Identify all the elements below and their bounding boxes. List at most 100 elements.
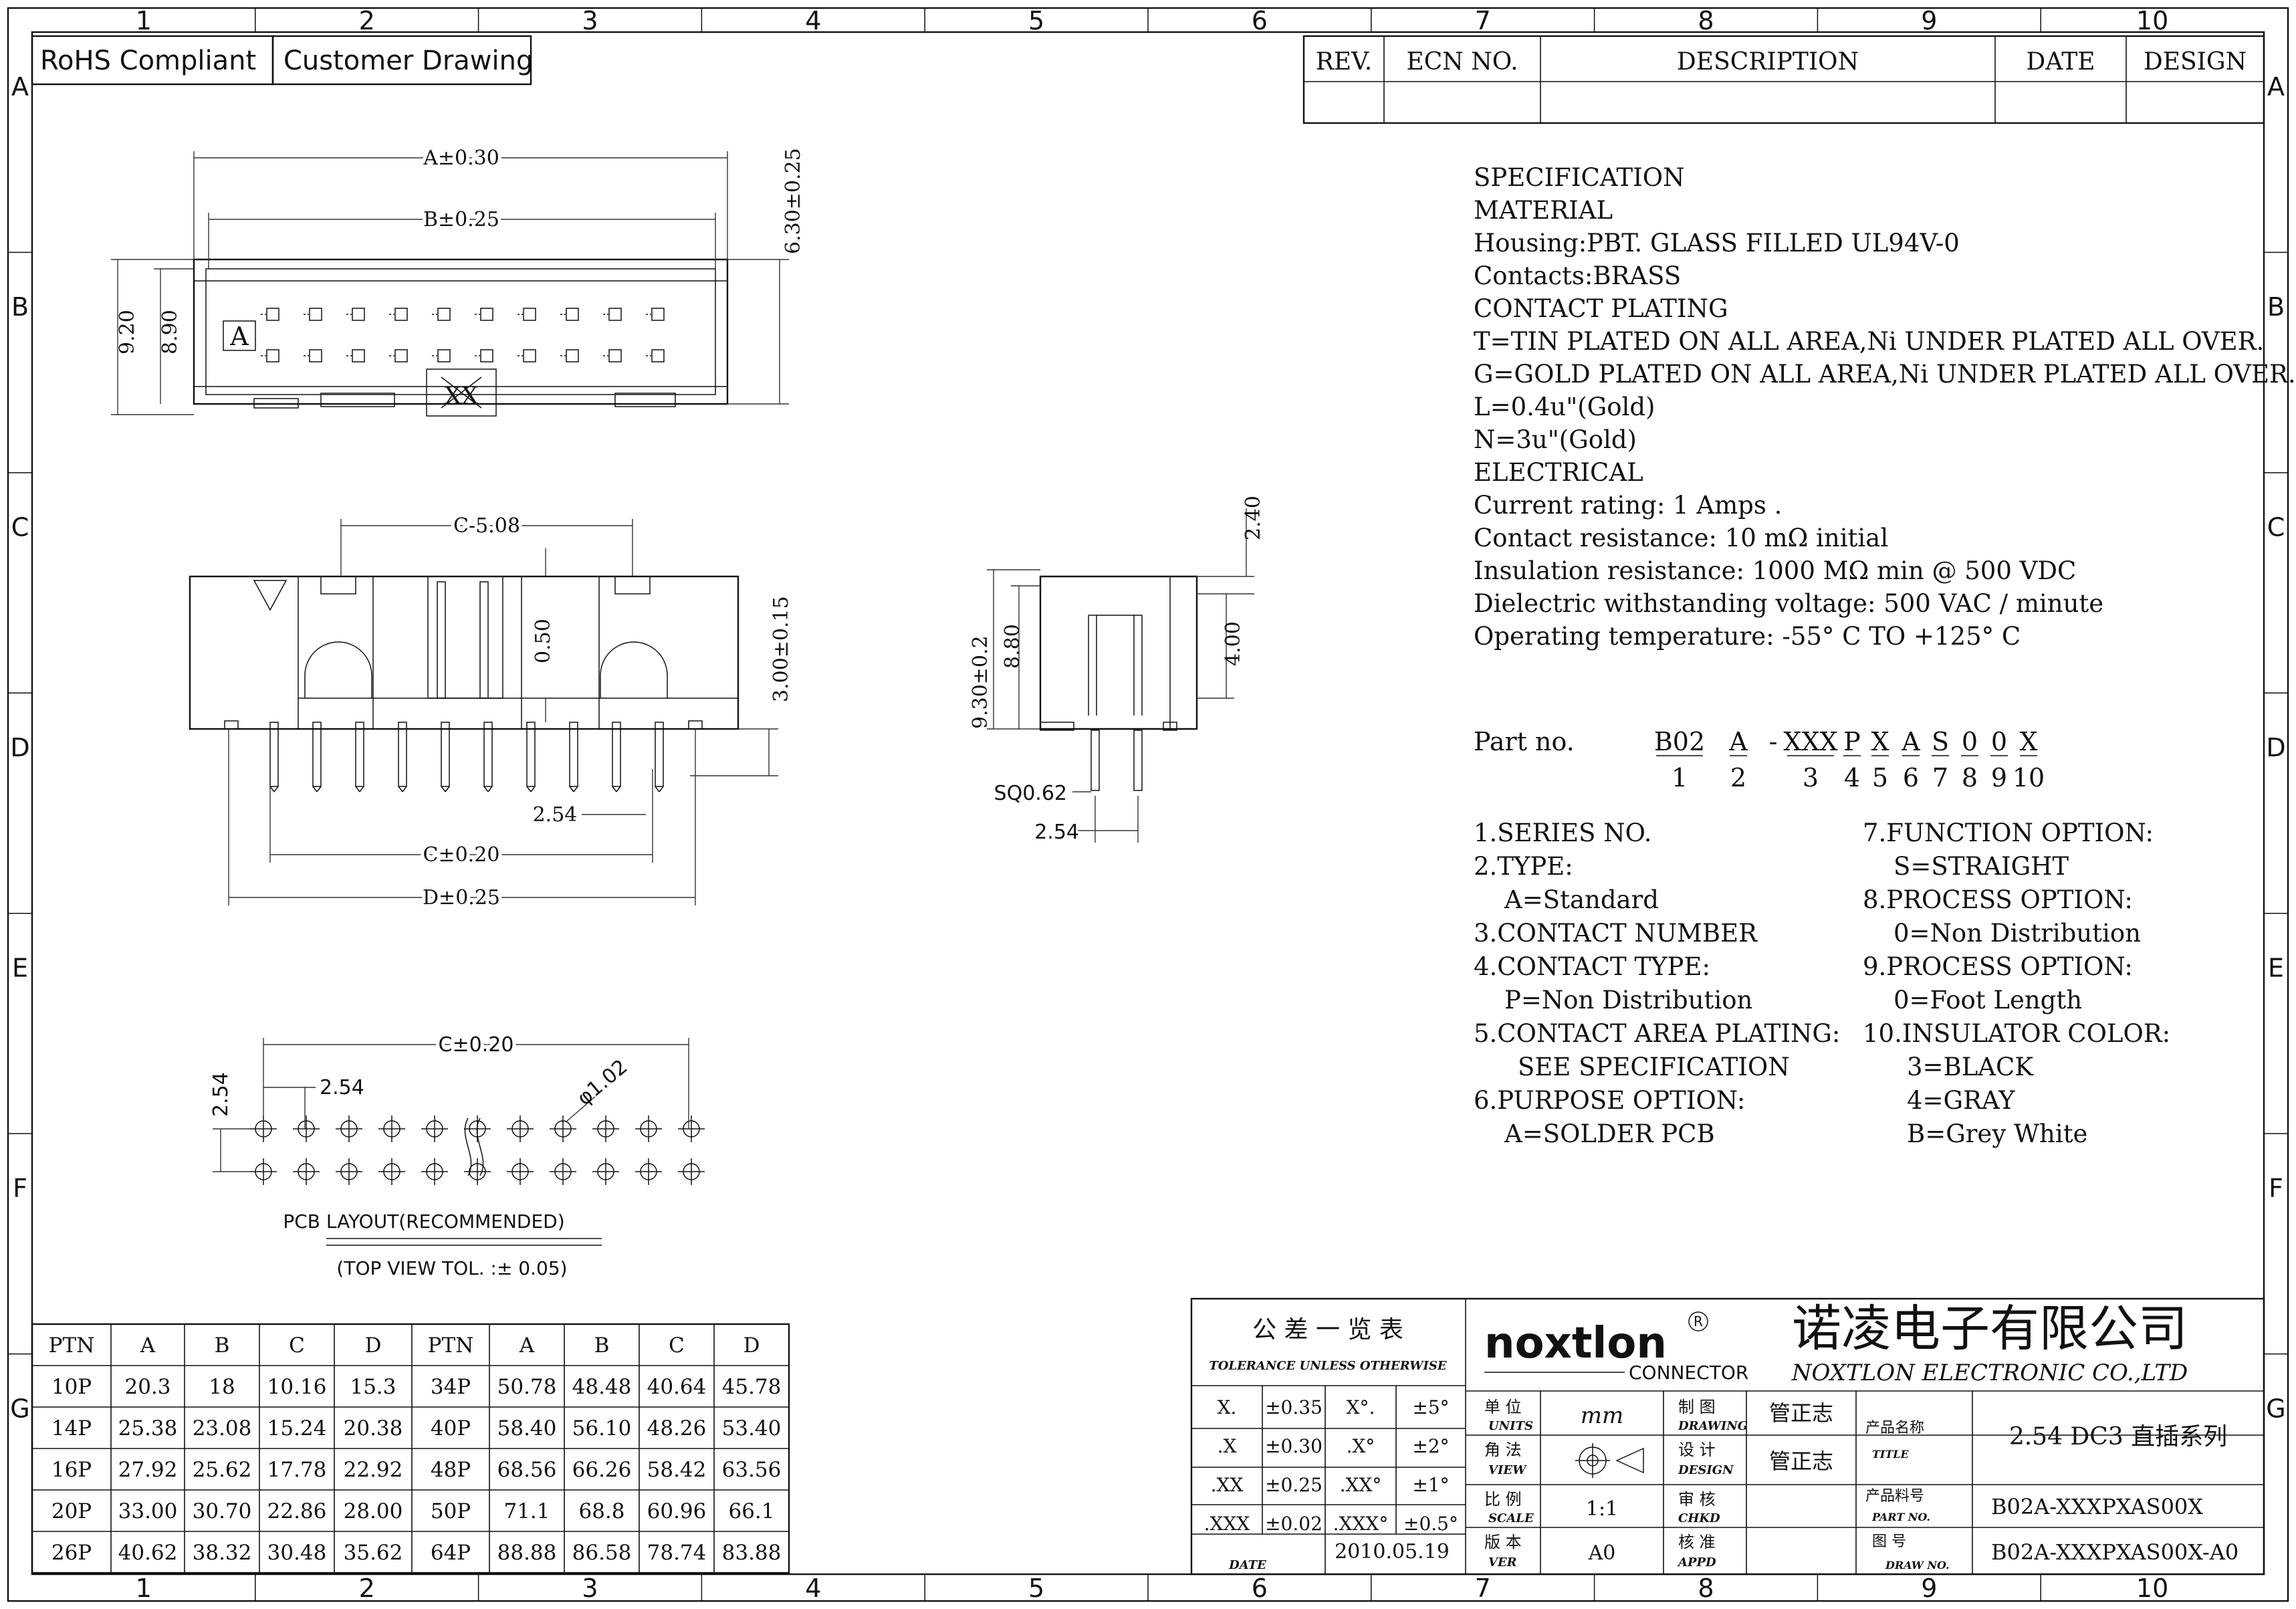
drawing-value: 管正志 bbox=[1769, 1400, 1833, 1426]
date-label: DATE bbox=[1228, 1558, 1266, 1572]
size-table-cell: 71.1 bbox=[503, 1499, 550, 1523]
part-code-number: 1 bbox=[1672, 763, 1688, 792]
dim-front-h: 3.00±0.15 bbox=[770, 596, 793, 702]
option-right-line: 0=Foot Length bbox=[1893, 986, 2082, 1014]
size-table-cell: 68.8 bbox=[578, 1499, 624, 1523]
size-table-header: B bbox=[215, 1333, 230, 1358]
part-cn: 产品料号 bbox=[1865, 1488, 1924, 1505]
drawing-en: DRAWING bbox=[1678, 1419, 1748, 1433]
part-code-number: 9 bbox=[1991, 763, 2007, 792]
pin-square bbox=[608, 308, 622, 321]
option-right-line: S=STRAIGHT bbox=[1893, 852, 2069, 881]
chkd-en: CHKD bbox=[1678, 1511, 1720, 1525]
grid-col-top: 7 bbox=[1475, 6, 1491, 35]
part-code: X bbox=[1871, 727, 1889, 756]
size-table-cell: 58.40 bbox=[497, 1416, 557, 1440]
size-table-cell: 26P bbox=[51, 1541, 92, 1565]
rev-header: REV. bbox=[1316, 48, 1373, 76]
grid-col-bottom: 4 bbox=[805, 1574, 821, 1603]
pin-tail bbox=[398, 722, 407, 787]
grid-ticks bbox=[8, 8, 2288, 1601]
size-table-cell: 50P bbox=[431, 1499, 471, 1523]
pcb-dim-c: C±0.20 bbox=[439, 1033, 514, 1057]
tolerance-cell: .X° bbox=[1347, 1435, 1375, 1457]
part-code-number: 5 bbox=[1872, 763, 1888, 792]
pcb-title: PCB LAYOUT(RECOMMENDED) bbox=[283, 1210, 564, 1232]
spec-line: Insulation resistance: 1000 MΩ min @ 500… bbox=[1474, 556, 2076, 585]
size-table-cell: 25.62 bbox=[193, 1458, 252, 1482]
part-code-number: 6 bbox=[1903, 763, 1919, 792]
tolerance-cell: .XX° bbox=[1340, 1474, 1382, 1496]
size-table-cell: 15.3 bbox=[350, 1375, 396, 1399]
option-right-line: B=Grey White bbox=[1907, 1119, 2087, 1148]
pin-tail bbox=[441, 722, 450, 787]
grid-col-top: 2 bbox=[359, 6, 375, 35]
spec-line: SPECIFICATION bbox=[1474, 163, 1684, 192]
key-letter: A bbox=[229, 322, 249, 351]
size-table-cell: 27.92 bbox=[118, 1458, 178, 1482]
size-table-header: C bbox=[669, 1333, 685, 1358]
option-right-line: 10.INSULATOR COLOR: bbox=[1863, 1019, 2170, 1048]
dim-h1: 6.30±0.25 bbox=[782, 148, 805, 254]
grid-row-right: A bbox=[2267, 72, 2285, 102]
grid-row-right: B bbox=[2267, 292, 2285, 322]
header-labels: RoHS Compliant Customer Drawing bbox=[31, 35, 533, 86]
dim-h3: 8.90 bbox=[158, 310, 182, 354]
spec-line: N=3u"(Gold) bbox=[1474, 425, 1637, 454]
size-table-header: A bbox=[519, 1333, 535, 1358]
part-code-number: 3 bbox=[1803, 763, 1819, 792]
scale-value: 1:1 bbox=[1586, 1497, 1618, 1521]
size-table-cell: 20.38 bbox=[344, 1416, 403, 1440]
dim-c-bg: C±0.20 bbox=[423, 843, 500, 867]
grid-row-left: D bbox=[10, 733, 29, 762]
title-value: 2.54 DC3 直插系列 bbox=[2009, 1423, 2227, 1451]
design-header: DESIGN bbox=[2144, 48, 2247, 76]
spec-line: Current rating: 1 Amps . bbox=[1474, 491, 1782, 520]
size-table-cell: 50.78 bbox=[497, 1375, 557, 1399]
grid-col-top: 8 bbox=[1698, 6, 1714, 35]
dim-pin-len: 0.50 bbox=[532, 619, 555, 663]
design-value: 管正志 bbox=[1769, 1449, 1833, 1474]
ver-value: A0 bbox=[1588, 1541, 1616, 1565]
tolerance-cell: ±5° bbox=[1412, 1396, 1449, 1418]
pcb-dim-pitch-h: 2.54 bbox=[320, 1076, 364, 1099]
pin-square bbox=[352, 349, 365, 362]
option-left-line: 1.SERIES NO. bbox=[1474, 819, 1652, 847]
size-table-cell: 56.10 bbox=[572, 1416, 632, 1440]
size-table-cell: 20P bbox=[51, 1499, 92, 1523]
pin-body bbox=[479, 581, 489, 699]
size-table-cell: 18 bbox=[209, 1375, 235, 1399]
pin-square bbox=[309, 349, 322, 362]
grid-col-bottom: 7 bbox=[1475, 1574, 1491, 1603]
grid-col-bottom: 8 bbox=[1698, 1574, 1714, 1603]
grid-row-left: F bbox=[13, 1174, 27, 1203]
rohs-label: RoHS Compliant bbox=[40, 45, 256, 76]
pin-tail bbox=[355, 722, 364, 787]
registered-icon bbox=[1688, 1311, 1708, 1331]
tolerance-cell: ±0.02 bbox=[1265, 1513, 1323, 1535]
draw-value: B02A-XXXPXAS00X-A0 bbox=[1991, 1539, 2238, 1565]
size-table-header: C bbox=[289, 1333, 305, 1358]
size-table-header: D bbox=[365, 1333, 382, 1358]
pin-square bbox=[394, 349, 408, 362]
grid-col-bottom: 10 bbox=[2136, 1574, 2168, 1603]
spec-line: Contact resistance: 10 mΩ initial bbox=[1474, 524, 1888, 552]
pin-tail bbox=[312, 722, 322, 787]
part-code-number: 4 bbox=[1844, 763, 1860, 792]
option-left-line: A=Standard bbox=[1504, 885, 1659, 914]
design-en: DESIGN bbox=[1678, 1463, 1734, 1477]
date-value: 2010.05.19 bbox=[1335, 1540, 1450, 1564]
tolerance-cell: ±0.30 bbox=[1265, 1435, 1323, 1457]
option-left-line: 5.CONTACT AREA PLATING: bbox=[1474, 1019, 1840, 1048]
grid-row-right: G bbox=[2266, 1394, 2285, 1423]
part-code: S bbox=[1932, 727, 1949, 756]
drawing-cn: 制 图 bbox=[1678, 1398, 1716, 1416]
dim-h2: 9.20 bbox=[116, 310, 139, 354]
pin-square bbox=[608, 349, 622, 362]
size-table-cell: 40P bbox=[431, 1416, 471, 1440]
size-table-cell: 28.00 bbox=[344, 1499, 403, 1523]
pin-tail bbox=[655, 722, 664, 787]
